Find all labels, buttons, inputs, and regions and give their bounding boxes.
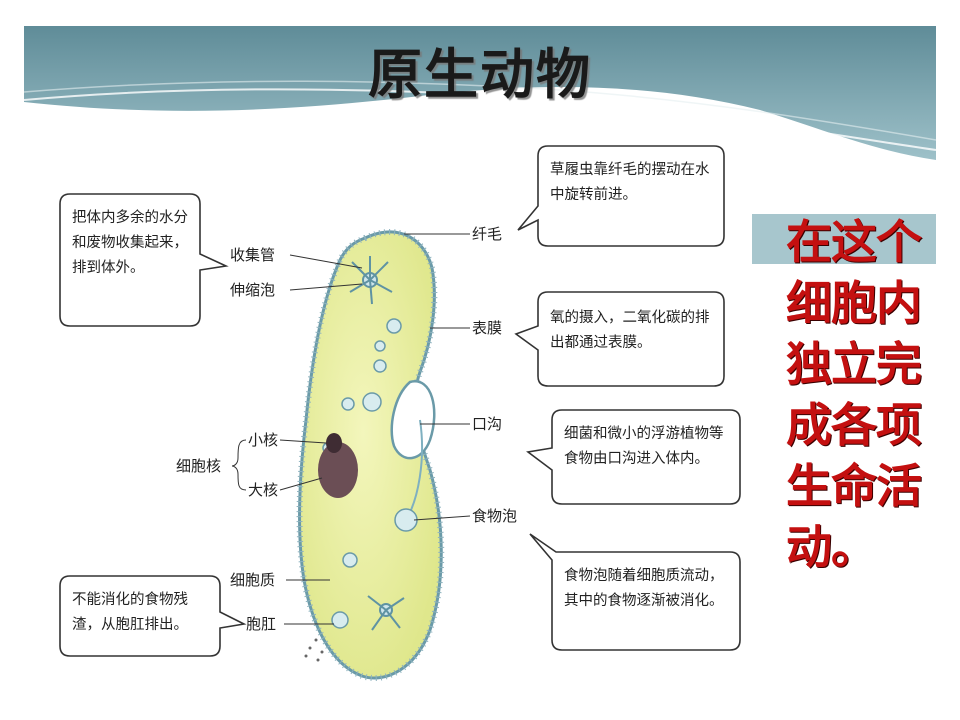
oral-groove-shape (390, 380, 436, 460)
label-macronucleus: 大核 (248, 481, 279, 499)
bubble-pellicle-text: 氧的摄入，二氧化碳的排出都通过表膜。 (550, 310, 710, 351)
label-pellicle: 表膜 (472, 319, 503, 337)
contractile-vacuole-shape (349, 256, 393, 305)
bubble-oral-text: 细菌和微小的浮游植物等食物由口沟进入体内。 (564, 426, 724, 467)
bubble-vacuole-shape (59, 193, 229, 327)
bubble-anal-text: 不能消化的食物残渣，从胞肛排出。 (72, 592, 188, 633)
bubble-food-text: 食物泡随着细胞质流动，其中的食物逐渐被消化。 (564, 568, 724, 609)
bubble-cilia-shape (517, 145, 725, 247)
contractile-vacuole-lower (367, 595, 405, 631)
label-cytoplasm: 细胞质 (230, 571, 276, 589)
excreted-particles (304, 638, 324, 662)
label-collecting-canal: 收集管 (230, 246, 276, 264)
bubble-shapes (59, 145, 741, 657)
bubble-food-shape (529, 533, 741, 651)
wave-line (23, 88, 937, 151)
side-note: 在这个 细胞内 独立完 成各项 生命活 动。 (786, 215, 922, 574)
wave-line (23, 80, 937, 141)
bubble-vacuole-text: 把体内多余的水分和废物收集起来，排到体外。 (72, 210, 188, 276)
paramecium-body (298, 230, 443, 680)
bubble-cilia-text: 草履虫靠纤毛的摆动在水中旋转前进。 (550, 162, 710, 203)
label-micronucleus: 小核 (248, 431, 279, 449)
label-nucleus: 细胞核 (176, 457, 222, 475)
slide-title: 原生动物 (368, 43, 592, 106)
bubble-anal-shape (59, 575, 247, 657)
bubble-oral-shape (526, 409, 741, 505)
bubble-pellicle-shape (514, 291, 725, 387)
leader-lines (231, 233, 471, 625)
label-contractile-vacuole: 伸缩泡 (230, 281, 276, 299)
label-food-vacuole: 食物泡 (472, 507, 518, 525)
label-oral-groove: 口沟 (472, 415, 503, 433)
label-anal-pore: 胞肛 (246, 615, 277, 633)
side-band (752, 214, 936, 264)
label-cilia: 纤毛 (472, 225, 503, 243)
food-vacuoles (322, 318, 418, 629)
title-band (24, 26, 936, 160)
macronucleus-shape (318, 442, 358, 498)
micronucleus-shape (326, 433, 342, 453)
